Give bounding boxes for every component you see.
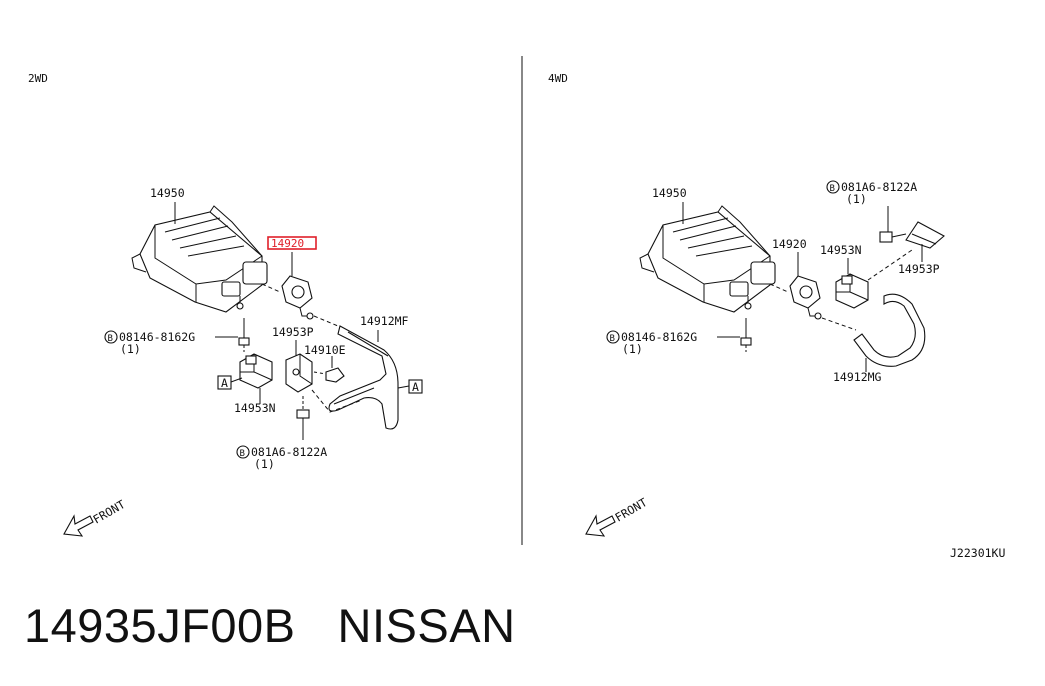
diagram-code: J22301KU (950, 546, 1005, 560)
bolt-right-left (740, 318, 752, 352)
label-bolt-left-top: 08146-8162G (119, 330, 195, 344)
bolt-badge-letter: B (610, 334, 615, 344)
label-bolt-right-top-qty: (1) (846, 192, 867, 206)
ref-a-left: A (221, 376, 228, 390)
solenoid-left (239, 353, 273, 389)
label-bracket-left: 14953P (272, 325, 314, 339)
label-bolt-left-bottom: 081A6-8122A (251, 445, 327, 459)
bolt-badge-letter: B (108, 334, 113, 344)
canister-right (639, 205, 776, 313)
bolt-left-top (238, 318, 250, 352)
highlight-box (267, 236, 317, 250)
ref-box-a-left (217, 375, 232, 390)
canister-left (131, 205, 268, 313)
label-valve-left: 14920 (271, 237, 304, 250)
label-canister-right: 14950 (652, 186, 687, 200)
label-hose-left: 14912MF (360, 314, 409, 328)
bolt-right-top (879, 206, 907, 243)
bolt-badge-left-top (104, 330, 118, 344)
part-footer: 14935JF00B NISSAN (24, 598, 558, 653)
bolt-badge-letter: B (830, 184, 835, 194)
bolt-badge-right-left (606, 330, 620, 344)
label-bolt-right-left: 08146-8162G (621, 330, 697, 344)
front-label-left: FRONT (91, 497, 128, 526)
ref-a-right: A (412, 380, 419, 394)
hose-right (853, 293, 926, 367)
bolt-badge-right-top (826, 180, 840, 194)
hose-left (328, 325, 399, 430)
label-hose-right: 14912MG (833, 370, 882, 384)
bracket-right (905, 221, 945, 249)
bolt-left-bottom (296, 396, 310, 440)
solenoid-right (835, 273, 869, 309)
label-bolt-right-top: 081A6-8122A (841, 180, 917, 194)
section-label-2wd: 2WD (28, 72, 48, 85)
footer-brand: NISSAN (337, 599, 516, 652)
label-canister-left: 14950 (150, 186, 185, 200)
section-label-4wd: 4WD (548, 72, 568, 85)
bracket-left (285, 353, 313, 393)
front-arrow-left: FRONT (63, 497, 128, 537)
label-bolt-left-bottom-qty: (1) (254, 457, 275, 471)
footer-part-number: 14935JF00B (24, 599, 296, 652)
label-bracket-right: 14953P (898, 262, 940, 276)
front-arrow-right: FRONT (585, 495, 650, 537)
front-label-right: FRONT (613, 495, 650, 524)
label-clip-left: 14910E (304, 343, 346, 357)
bolt-badge-left-bottom (236, 445, 250, 459)
valve-left (281, 275, 314, 320)
label-solenoid-right: 14953N (820, 243, 862, 257)
label-bolt-left-top-qty: (1) (120, 342, 141, 356)
label-valve-right: 14920 (772, 237, 807, 251)
valve-right (789, 275, 822, 320)
label-solenoid-left: 14953N (234, 401, 276, 415)
clip-left (325, 367, 345, 383)
label-bolt-right-left-qty: (1) (622, 342, 643, 356)
bolt-badge-letter: B (240, 449, 245, 459)
